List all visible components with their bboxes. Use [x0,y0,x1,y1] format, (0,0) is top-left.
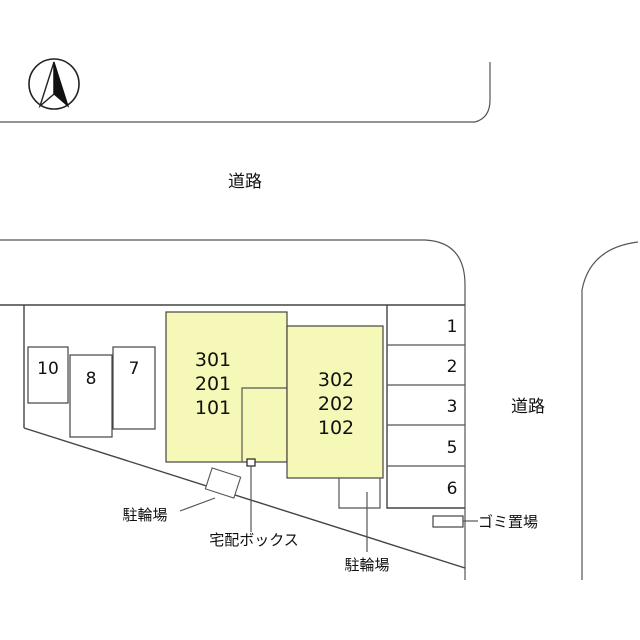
road-edge-top [0,62,491,123]
unit-202: 202 [318,393,354,415]
bike-left-leader [179,497,216,512]
left-parking: 10 8 7 [27,346,156,438]
building-b-footprint [286,325,384,479]
parking-label-7: 7 [129,359,140,379]
right-parking: 1 2 3 5 6 [386,305,465,509]
parking-label-10: 10 [37,359,59,379]
parking-label-3: 3 [447,397,458,417]
parking-label-5: 5 [447,438,458,458]
unit-201: 201 [195,373,231,395]
parking-space-10[interactable] [27,346,69,404]
delivery-box-marker[interactable] [246,458,256,467]
parking-space-7[interactable] [112,346,156,430]
building-a[interactable]: 301 201 101 [165,311,288,463]
site-boundary-diagonal [23,427,466,569]
parking-label-1: 1 [447,317,458,337]
bike-parking-left-label: 駐輪場 [122,506,167,524]
building-b[interactable]: 302 202 102 [286,325,384,479]
unit-101: 101 [195,397,231,419]
bike-parking-bottom-area[interactable] [338,478,381,509]
bike-parking-left-area[interactable] [204,467,242,499]
garbage-area-label: ゴミ置場 [478,513,538,531]
parking-label-8: 8 [86,369,97,389]
parking-label-2: 2 [447,357,458,377]
garbage-area-marker[interactable] [432,515,464,528]
road-edge-lower [0,239,466,580]
road-label-right: 道路 [511,397,545,417]
building-a-inner-line [241,387,287,462]
unit-302: 302 [318,369,354,391]
parking-space-8[interactable] [69,354,113,438]
building-a-footprint [165,311,288,463]
road-edge-right [581,241,639,580]
parking-label-6: 6 [447,479,458,499]
bike-parking-bottom-label: 駐輪場 [344,556,389,574]
delivery-box-label: 宅配ボックス [209,531,299,549]
road-label-top: 道路 [228,172,262,192]
north-arrow-icon [28,58,80,110]
unit-102: 102 [318,417,354,439]
unit-301: 301 [195,349,231,371]
